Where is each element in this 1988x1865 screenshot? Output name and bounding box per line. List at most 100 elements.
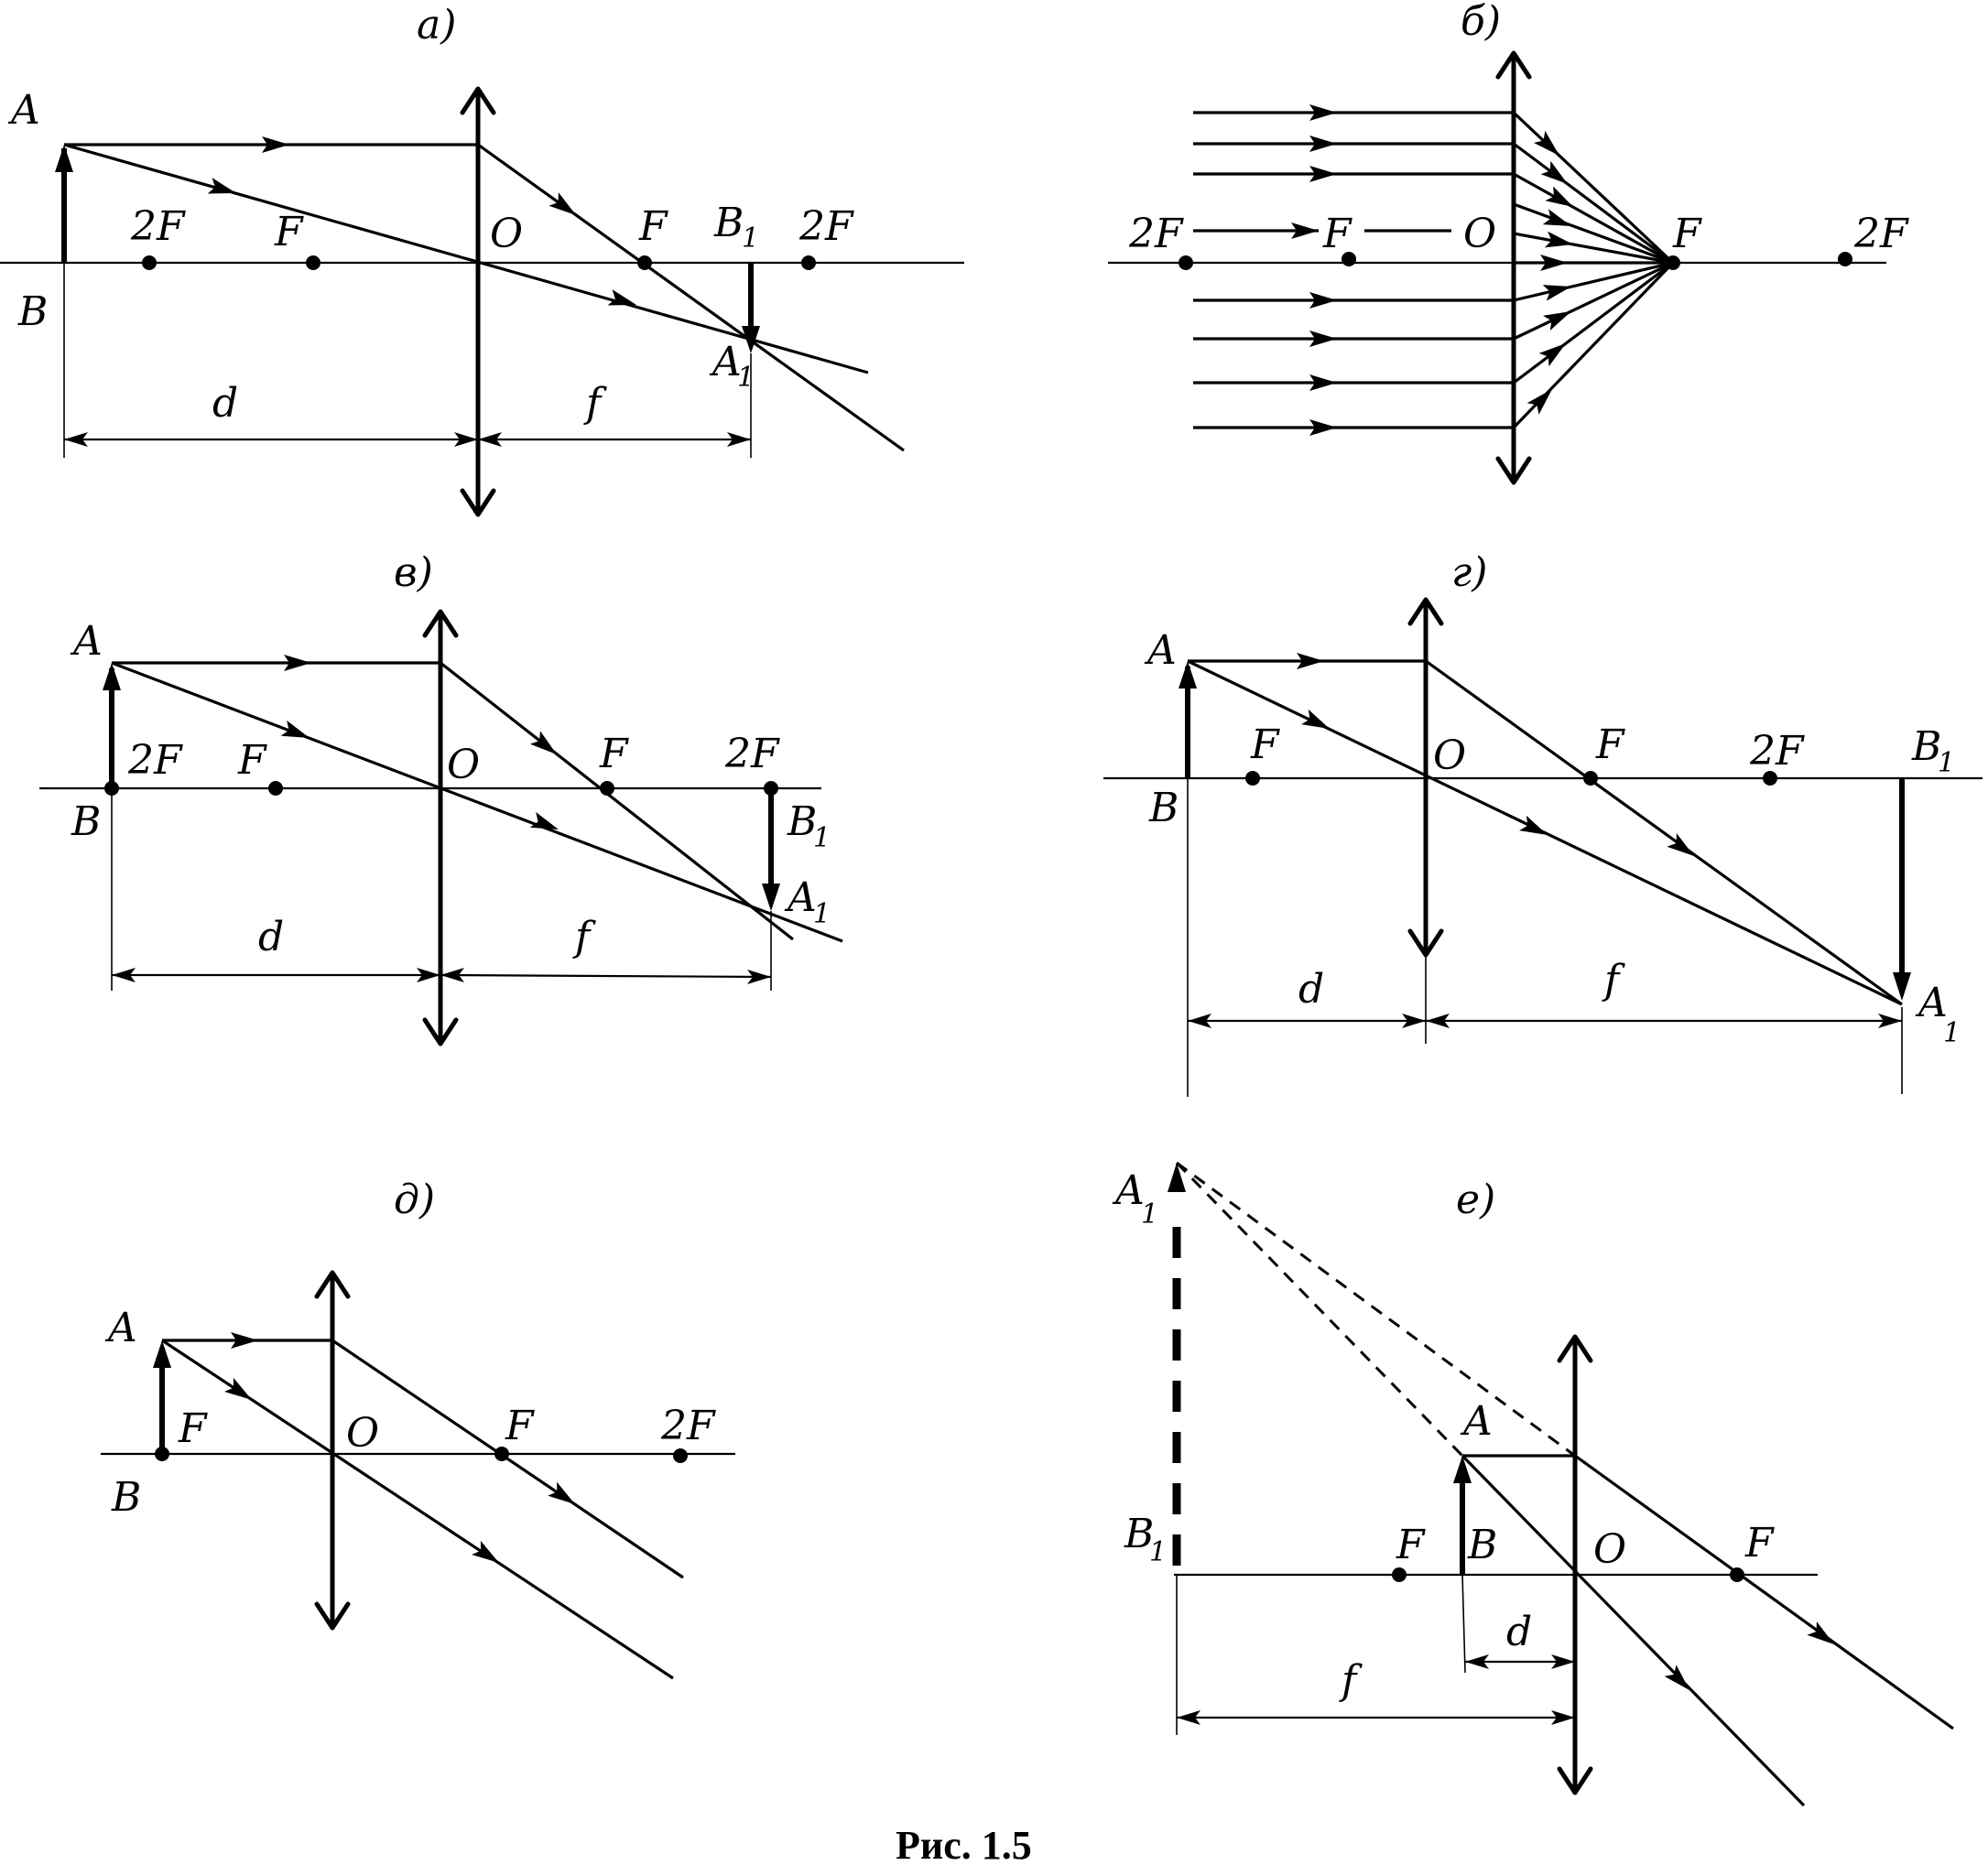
label-f-right: F <box>505 1403 535 1449</box>
label-b1: B <box>787 798 817 845</box>
dimension-f <box>440 973 772 979</box>
focus-f-right <box>637 255 652 270</box>
object-arrowhead <box>1453 1456 1472 1483</box>
figure-caption: Рис. 1.5 <box>896 1823 1032 1865</box>
label-a1-sub: 1 <box>1141 1198 1158 1231</box>
virtual-ray <box>1176 1161 1576 1458</box>
extension-line <box>1461 1574 1466 1674</box>
incoming-rays <box>1193 104 1514 436</box>
panel-g: г) A B F O F 2F B 1 <box>1103 549 1983 1097</box>
label-b: B <box>1467 1522 1497 1568</box>
ray-center <box>63 143 869 374</box>
ray-arrow <box>549 192 581 222</box>
label-2f-left: 2F <box>1128 211 1184 257</box>
label-f-right: F <box>1744 1520 1775 1567</box>
converging-lens <box>1559 1337 1591 1793</box>
label-a1: A <box>784 874 817 921</box>
label-o: O <box>447 742 480 788</box>
object-arrowhead <box>55 145 73 172</box>
panel-v: в) A B 2F F O F 2F B <box>39 549 843 1044</box>
label-a1-sub: 1 <box>1943 1017 1961 1049</box>
label-a1-sub: 1 <box>813 898 831 930</box>
focus-f-right <box>1583 771 1598 786</box>
label-a1: A <box>709 339 742 385</box>
label-f-dist: f <box>1602 957 1625 1003</box>
focus-2f-left <box>1179 255 1193 270</box>
label-d: d <box>258 914 284 960</box>
label-o: O <box>1433 732 1466 779</box>
focus-2f-right <box>1763 771 1777 786</box>
label-o: O <box>1593 1526 1626 1573</box>
focus-2f-right <box>673 1448 688 1463</box>
focus-2f-left <box>142 255 157 270</box>
panel-d: д) A B F O F 2F <box>101 1176 735 1680</box>
label-d: d <box>212 380 238 427</box>
label-2f-right: 2F <box>1749 728 1805 775</box>
ray-parallel <box>64 143 905 452</box>
converging-lens <box>1410 600 1441 955</box>
panel-g-title: г) <box>1451 549 1487 596</box>
ray-arrow <box>207 178 239 201</box>
label-f-left: F <box>1322 211 1352 257</box>
panel-e-title: е) <box>1456 1176 1495 1223</box>
label-a1: A <box>1112 1167 1145 1214</box>
panel-a-title: а) <box>417 2 456 49</box>
object-arrowhead <box>1179 661 1197 689</box>
label-f-right: F <box>1672 211 1702 257</box>
label-2f-right: 2F <box>1853 211 1909 257</box>
panel-v-title: в) <box>394 549 433 596</box>
label-a: A <box>1460 1398 1493 1445</box>
label-f-left: F <box>1396 1522 1426 1568</box>
label-f-left: F <box>1250 721 1280 768</box>
converging-lens <box>317 1273 348 1628</box>
label-b1-sub: 1 <box>813 822 831 854</box>
label-f-dist: f <box>572 914 596 960</box>
focus-2f-right <box>801 255 816 270</box>
label-d: d <box>1506 1609 1532 1655</box>
ray-parallel <box>162 1339 684 1579</box>
focus-f-left <box>1245 771 1260 786</box>
panel-b: б) <box>1108 0 1909 483</box>
label-b1: B <box>1911 723 1941 770</box>
label-2f-left: 2F <box>127 737 183 784</box>
virtual-image-arrowhead <box>1168 1163 1186 1192</box>
image-arrowhead <box>762 884 780 911</box>
focus-f-left <box>1342 252 1356 266</box>
ray-center <box>1461 1454 1806 1807</box>
label-b1-sub: 1 <box>1938 747 1955 779</box>
focus-f-left <box>1392 1567 1407 1582</box>
ray-center <box>111 661 843 943</box>
label-b: B <box>1148 785 1179 831</box>
focus-f-right <box>1666 255 1680 270</box>
refracted-rays <box>1512 111 1675 429</box>
object-arrowhead <box>103 663 121 690</box>
label-a: A <box>1144 627 1177 674</box>
label-2f-right: 2F <box>798 203 854 250</box>
converging-lens <box>425 612 456 1044</box>
label-f-dist: f <box>583 380 607 427</box>
label-d: d <box>1298 966 1324 1013</box>
label-o: O <box>490 211 523 257</box>
ray-parallel <box>1188 659 1903 1006</box>
label-a1: A <box>1915 980 1948 1026</box>
label-o: O <box>1463 211 1496 257</box>
focus-f-left <box>306 255 320 270</box>
label-f-left: F <box>237 737 267 784</box>
focus-f-right <box>1730 1567 1744 1582</box>
label-f-right: F <box>1595 721 1625 768</box>
label-b1: B <box>713 200 744 246</box>
label-f-dist: f <box>1339 1657 1363 1704</box>
ray-parallel <box>112 661 794 941</box>
label-b: B <box>17 288 48 335</box>
label-f-right: F <box>638 203 668 250</box>
virtual-ray <box>1175 1161 1464 1458</box>
label-a: A <box>104 1305 137 1351</box>
image-arrowhead <box>742 326 760 353</box>
focus-2f-right <box>764 781 778 796</box>
label-2f-left: 2F <box>130 203 186 250</box>
label-2f-right: 2F <box>724 731 780 777</box>
focus-f-right <box>494 1447 509 1461</box>
label-a1-sub: 1 <box>737 362 755 394</box>
label-o: O <box>346 1410 379 1457</box>
label-b1-sub: 1 <box>742 222 759 255</box>
